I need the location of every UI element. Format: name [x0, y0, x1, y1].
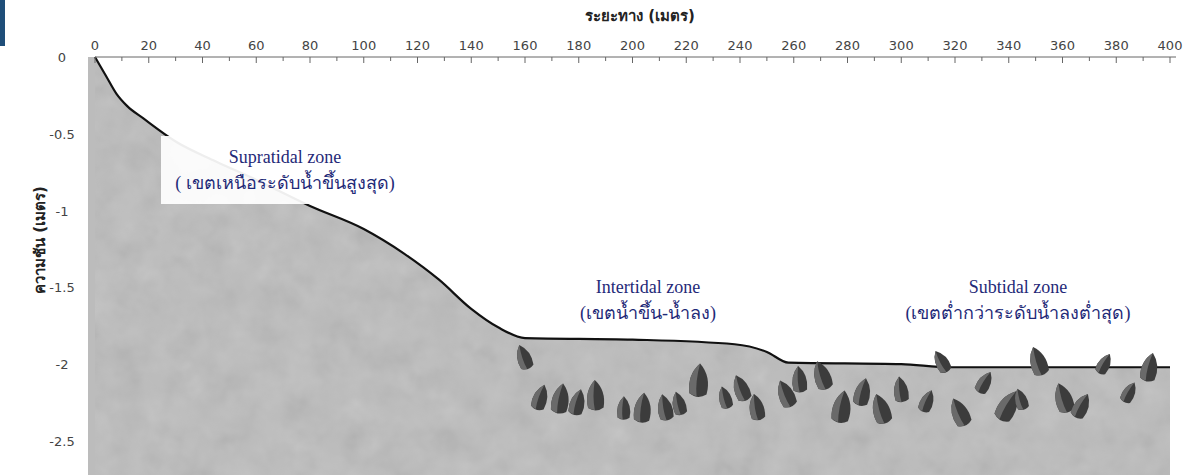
- zone-name: Intertidal zone: [580, 274, 716, 300]
- zone-name: Supratidal zone: [175, 144, 395, 170]
- tick-label: -1: [56, 203, 69, 218]
- sediment-texture: [95, 57, 1170, 475]
- zone-box: Subtidal zone(เขตต่ำกว่าระดับน้ำลงต่ำสุด…: [892, 266, 1145, 334]
- tick-label: 360: [1050, 38, 1075, 53]
- rock: [930, 348, 953, 375]
- rock: [655, 393, 675, 422]
- tick-label: -2: [56, 357, 69, 372]
- tick-label: 140: [459, 38, 484, 53]
- rock: [892, 375, 910, 403]
- tick-label: 40: [194, 38, 211, 53]
- rock: [586, 380, 604, 411]
- rock: [688, 363, 709, 398]
- tick-label: -0.5: [49, 126, 74, 141]
- rock: [1119, 380, 1140, 406]
- sediment: [88, 57, 1170, 475]
- rocks: [513, 342, 1161, 428]
- rock: [716, 385, 734, 410]
- zone-thai-name: ( เขตเหนือระดับน้ำขึ้นสูงสุด): [175, 170, 395, 196]
- tick-label: 180: [566, 38, 591, 53]
- sediment-fill: [95, 57, 1170, 475]
- tick-label: 160: [513, 38, 538, 53]
- rock: [1094, 351, 1115, 376]
- rock: [513, 342, 535, 371]
- rock: [809, 359, 834, 392]
- tick-label: 340: [996, 38, 1021, 53]
- rock: [567, 387, 588, 417]
- zone-thai-name: (เขตต่ำกว่าระดับน้ำลงต่ำสุด): [906, 300, 1131, 326]
- rock: [830, 389, 853, 424]
- tick-label: -2.5: [49, 434, 74, 449]
- tick-label: 100: [351, 38, 376, 53]
- rock: [550, 382, 572, 415]
- tick-label: 0: [91, 38, 99, 53]
- rock: [1139, 351, 1161, 383]
- axis-title: ความชัน (เมตร): [28, 186, 52, 294]
- tick-label: 0: [58, 50, 66, 65]
- zone-box: Supratidal zone( เขตเหนือระดับน้ำขึ้นสูง…: [161, 136, 409, 204]
- tick-label: -1.5: [49, 280, 74, 295]
- rock: [1012, 387, 1030, 412]
- tick-label: 240: [728, 38, 753, 53]
- tick-label: 320: [943, 38, 968, 53]
- profile-line: [95, 57, 1170, 367]
- rock: [852, 376, 874, 407]
- rock: [530, 383, 552, 412]
- rock: [633, 392, 653, 423]
- tick-label: 200: [620, 38, 645, 53]
- tick-label: 400: [1158, 38, 1183, 53]
- rock: [973, 369, 996, 396]
- tick-label: 280: [835, 38, 860, 53]
- tick-label: 300: [889, 38, 914, 53]
- rock: [791, 365, 808, 393]
- rock: [747, 393, 767, 422]
- rock: [868, 391, 894, 426]
- tick-label: 260: [781, 38, 806, 53]
- tick-label: 120: [405, 38, 430, 53]
- zone-name: Subtidal zone: [906, 274, 1131, 300]
- tick-label: 20: [140, 38, 157, 53]
- axis: [95, 57, 1176, 63]
- rock: [617, 396, 631, 420]
- zone-box: Intertidal zone(เขตน้ำขึ้น-น้ำลง): [566, 266, 730, 334]
- corner-bar: [0, 0, 5, 46]
- rock: [946, 395, 974, 429]
- rock: [669, 390, 688, 416]
- zone-thai-name: (เขตน้ำขึ้น-น้ำลง): [580, 300, 716, 326]
- tick-label: 60: [248, 38, 265, 53]
- rock: [729, 372, 753, 403]
- rock: [1025, 344, 1050, 377]
- tick-label: 380: [1104, 38, 1129, 53]
- tick-label: 80: [302, 38, 319, 53]
- rock: [917, 388, 938, 415]
- tick-label: 220: [674, 38, 699, 53]
- axis-title: ระยะทาง (เมตร): [585, 4, 695, 28]
- rock: [1069, 391, 1095, 421]
- sediment-edge: [88, 57, 96, 475]
